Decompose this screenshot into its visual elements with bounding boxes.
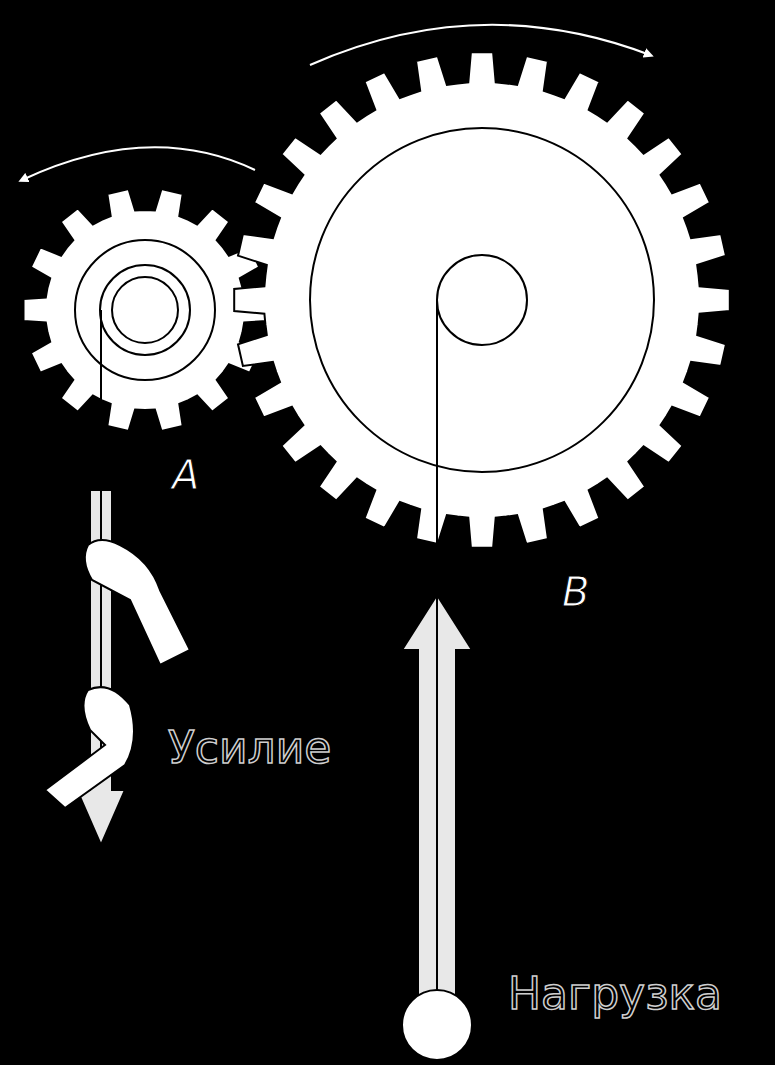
gear [234, 52, 730, 548]
gear [24, 189, 267, 431]
load-weight [402, 990, 472, 1060]
effort-label: Усилие [168, 726, 331, 770]
rope [436, 300, 438, 992]
gear-ring [100, 265, 190, 355]
load-label: Нагрузка [508, 972, 722, 1016]
gear-ring [437, 255, 527, 345]
gear-ring [75, 240, 215, 380]
gear-letter: B [562, 572, 589, 612]
gear-ring [310, 128, 654, 472]
gear-ring [112, 277, 178, 343]
rotation-arrow [22, 147, 255, 180]
gear-letter: A [172, 455, 199, 495]
